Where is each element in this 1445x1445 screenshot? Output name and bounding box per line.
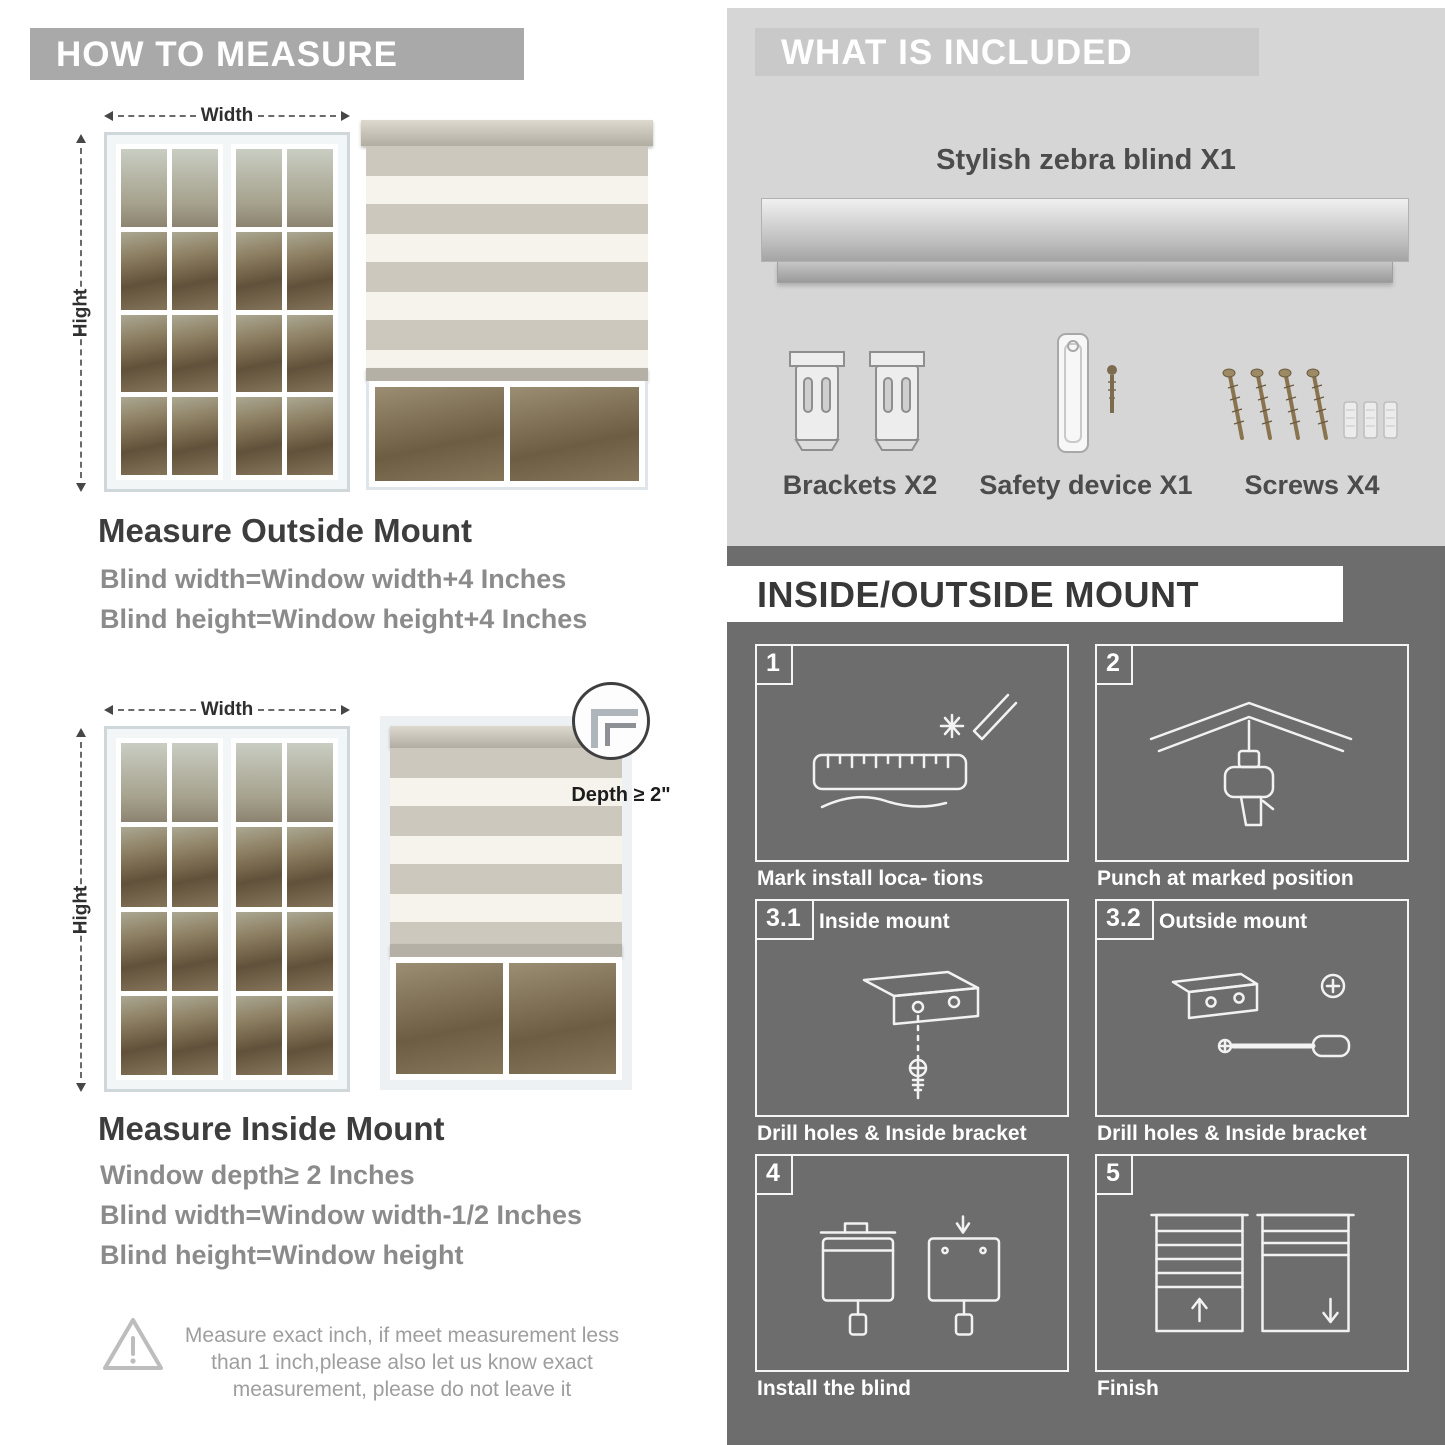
width-arrow: Width: [104, 105, 350, 126]
drill-illustration: [1149, 701, 1353, 826]
brackets-label: Brackets X2: [782, 470, 938, 500]
mount-steps-grid: 1 Mark install loca- tions: [755, 644, 1417, 1409]
step-caption: Punch at marked position: [1097, 867, 1354, 890]
window-illustration: [104, 726, 350, 1092]
step-title: Inside mount: [819, 910, 950, 933]
install-blind-illustration: [819, 1214, 1001, 1336]
inside-formula-2: Blind width=Window width-1/2 Inches: [100, 1200, 583, 1230]
height-label: Hight: [70, 885, 92, 935]
brackets-icon: [789, 351, 925, 451]
arrow-down-icon: [76, 1083, 86, 1092]
inside-mount-title: Measure Inside Mount: [98, 1110, 445, 1147]
zebra-blind-outside-illustration: [361, 120, 653, 490]
wall-anchors-icon: [1343, 401, 1398, 439]
step-caption: Drill holes & Inside bracket: [757, 1122, 1027, 1145]
depth-callout-label: Depth ≥ 2": [571, 784, 671, 806]
step-number: 2: [1097, 646, 1133, 685]
step-caption: Finish: [1097, 1377, 1159, 1400]
mount-section-header: INSIDE/OUTSIDE MOUNT: [727, 566, 1343, 622]
measure-warning-text: Measure exact inch, if meet measurement …: [184, 1324, 620, 1401]
included-items-row: Brackets X2 Safety device X1: [747, 324, 1425, 501]
step-number: 3.1: [757, 901, 814, 940]
step-number: 5: [1097, 1156, 1133, 1195]
arrow-up-icon: [76, 134, 86, 143]
arrow-right-icon: [341, 705, 350, 715]
outside-mount-title: Measure Outside Mount: [98, 512, 473, 549]
included-item-screws: Screws X4: [1199, 324, 1425, 501]
window-illustration: [104, 132, 350, 492]
window-below-blind: [390, 957, 622, 1080]
arrow-up-icon: [76, 728, 86, 737]
mount-step-1: 1 Mark install loca- tions: [755, 644, 1069, 899]
blind-stripes: [366, 146, 648, 368]
included-item-brackets: Brackets X2: [747, 324, 973, 501]
arrow-right-icon: [341, 111, 350, 121]
mount-step-2: 2 Punch at marked position: [1095, 644, 1409, 899]
step-caption: Install the blind: [757, 1377, 912, 1400]
step-number: 1: [757, 646, 793, 685]
inside-formula-3: Blind height=Window height: [100, 1240, 464, 1270]
step-caption: Drill holes & Inside bracket: [1097, 1122, 1367, 1145]
warning-icon: [103, 1318, 163, 1370]
outside-bracket-illustration: [1171, 973, 1351, 1058]
arrow-left-icon: [104, 705, 113, 715]
step-title: Outside mount: [1159, 910, 1308, 933]
finished-blinds-illustration: [1150, 1213, 1355, 1332]
outside-formula-1: Blind width=Window width+4 Inches: [100, 564, 567, 594]
safety-device-label: Safety device X1: [979, 470, 1193, 500]
zebra-blind-headrail-illustration: [761, 198, 1409, 283]
width-label: Width: [200, 105, 254, 126]
arrow-left-icon: [104, 111, 113, 121]
width-label: Width: [200, 699, 254, 720]
screws-icon: [1222, 368, 1398, 440]
mount-step-4: 4 Install the b: [755, 1154, 1069, 1409]
what-is-included-section: WHAT IS INCLUDED Stylish zebra blind X1: [727, 8, 1445, 546]
inside-mount-window-figure: Width Hight: [70, 699, 350, 1092]
step-caption: Mark install loca- tions: [757, 867, 984, 890]
height-label: Hight: [70, 288, 92, 338]
zebra-blind-inside-illustration: [380, 716, 632, 1090]
blind-valance: [361, 120, 653, 146]
mark-location-illustration: [812, 693, 1018, 808]
mount-instructions-section: INSIDE/OUTSIDE MOUNT 1: [727, 546, 1445, 1445]
inside-formula-1: Window depth≥ 2 Inches: [100, 1160, 415, 1190]
blind-stripes: [390, 748, 622, 944]
step-number: 4: [757, 1156, 793, 1195]
step-number: 3.2: [1097, 901, 1154, 940]
mount-step-3-1: 3.1 Inside mount Dri: [755, 899, 1069, 1154]
outside-mount-window-figure: Width Hight: [70, 105, 350, 492]
height-arrow: Hight: [70, 728, 92, 1092]
safety-device-icon: [1057, 333, 1117, 453]
width-arrow: Width: [104, 699, 350, 720]
mount-step-5: 5 Finish: [1095, 1154, 1409, 1409]
outside-formula-2: Blind height=Window height+4 Inches: [100, 604, 588, 634]
product-label: Stylish zebra blind X1: [936, 144, 1236, 176]
blind-bottom-rail: [390, 944, 622, 957]
included-item-safety-device: Safety device X1: [973, 324, 1199, 501]
height-arrow: Hight: [70, 134, 92, 492]
inside-bracket-illustration: [862, 971, 980, 1100]
blind-valance: [390, 726, 622, 748]
arrow-down-icon: [76, 483, 86, 492]
blind-bottom-rail: [366, 368, 648, 381]
window-below-blind: [366, 381, 648, 490]
how-to-measure-header: HOW TO MEASURE: [30, 28, 524, 80]
what-is-included-header: WHAT IS INCLUDED: [755, 28, 1259, 76]
screws-label: Screws X4: [1244, 470, 1380, 500]
mount-step-3-2: 3.2 Outside mount: [1095, 899, 1409, 1154]
depth-magnifier-icon: [572, 682, 650, 760]
